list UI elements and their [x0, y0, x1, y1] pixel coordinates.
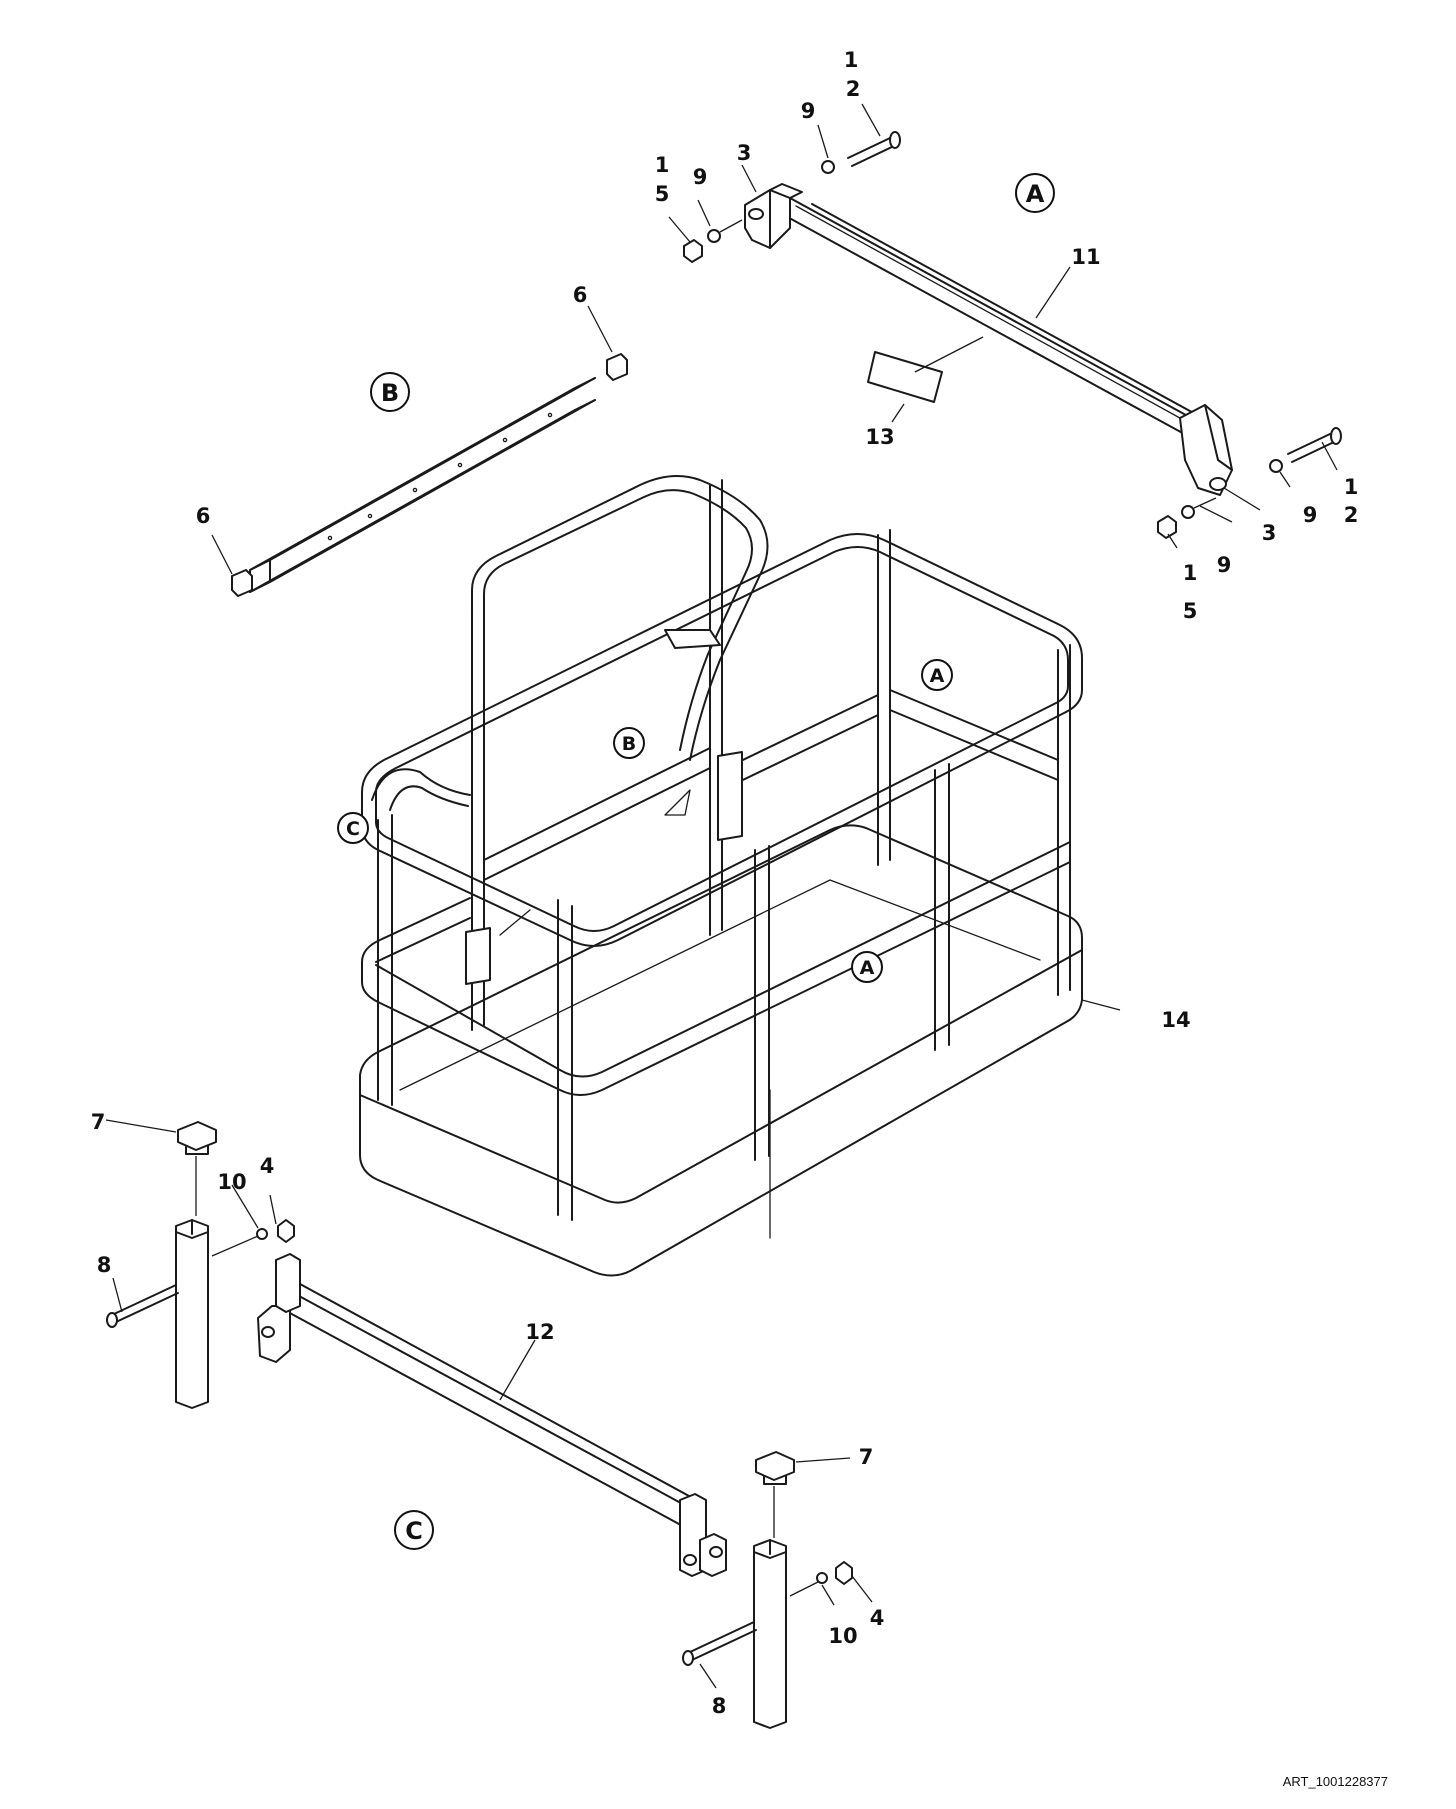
hardware-a-lower: [1157, 427, 1342, 539]
art-number: ART_1001228377: [1283, 1774, 1388, 1789]
view-b-label: B: [370, 372, 410, 412]
callout-13: 13: [865, 425, 894, 449]
callout-1: 1: [1344, 475, 1359, 499]
callout-2: 2: [846, 77, 861, 101]
callout-labels: 1 2 9 3 1 5 9 11 13 1 2 9 3 9 1 5 6 6 14…: [91, 48, 1359, 1718]
view-a-label: A: [1015, 173, 1055, 213]
svg-text:B: B: [381, 379, 399, 407]
callout-10: 10: [217, 1170, 246, 1194]
callout-3: 3: [737, 141, 752, 165]
callout-6: 6: [573, 283, 588, 307]
svg-text:A: A: [930, 665, 945, 687]
view-b-ref: B: [613, 727, 645, 759]
callout-9: 9: [801, 99, 816, 123]
callout-12: 12: [525, 1320, 554, 1344]
view-c-ref: C: [337, 812, 369, 844]
callout-14: 14: [1161, 1008, 1190, 1032]
callout-2: 2: [1344, 503, 1359, 527]
callout-7: 7: [859, 1445, 874, 1469]
callout-7: 7: [91, 1110, 106, 1134]
svg-text:C: C: [346, 818, 360, 840]
callout-1: 1: [1183, 561, 1198, 585]
view-identifiers: A B C A B C A: [337, 173, 1055, 1550]
svg-text:A: A: [860, 957, 875, 979]
svg-text:A: A: [1026, 180, 1045, 208]
platform-cage: [359, 475, 1083, 1277]
svg-text:C: C: [405, 1517, 423, 1545]
callout-4: 4: [870, 1606, 885, 1630]
channel-assembly-b: [231, 353, 628, 597]
callout-11: 11: [1071, 245, 1100, 269]
callout-1: 1: [844, 48, 859, 72]
callout-8: 8: [97, 1253, 112, 1277]
hardware-a-upper: [683, 131, 901, 263]
callout-4: 4: [260, 1154, 275, 1178]
callout-9: 9: [1303, 503, 1318, 527]
view-a-ref-upper: A: [921, 659, 953, 691]
callout-10: 10: [828, 1624, 857, 1648]
callout-6: 6: [196, 504, 211, 528]
callout-3: 3: [1262, 521, 1277, 545]
callout-9: 9: [1217, 553, 1232, 577]
callout-9: 9: [693, 165, 708, 189]
view-c-label: C: [394, 1510, 434, 1550]
callout-8: 8: [712, 1694, 727, 1718]
svg-text:B: B: [622, 733, 636, 755]
callout-1: 1: [655, 153, 670, 177]
callout-5: 5: [1183, 599, 1198, 623]
callout-leaders: [105, 103, 1338, 1689]
callout-5: 5: [655, 182, 670, 206]
bar-assembly-a: [744, 183, 1233, 496]
extension-assembly-c: [106, 1121, 853, 1729]
view-a-ref-lower: A: [851, 951, 883, 983]
